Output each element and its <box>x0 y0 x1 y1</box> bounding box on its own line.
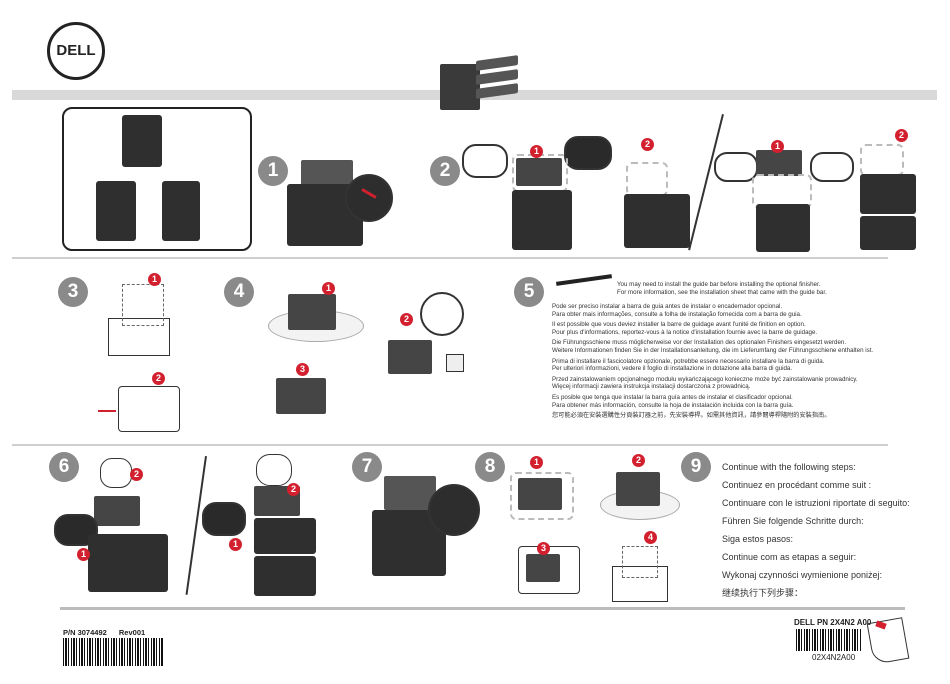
printer-config-frame <box>62 107 252 251</box>
guide-bar-instructions: You may need to install the guide bar be… <box>617 281 917 296</box>
note-en-2: For more information, see the installati… <box>617 288 827 296</box>
step-8-callout-3: 3 <box>537 542 550 555</box>
finisher-product-image <box>432 50 524 112</box>
printer-config-b <box>96 181 136 241</box>
note-pl-2: Więcej informacji zawiera instrukcja ins… <box>552 383 751 391</box>
dell-logo-text: DELL <box>56 42 96 59</box>
page-curl-icon <box>866 617 910 665</box>
step-9-number: 9 <box>681 452 711 482</box>
revision: Rev001 <box>118 628 146 637</box>
dell-logo: DELL <box>47 22 105 80</box>
section-divider-1 <box>12 257 888 259</box>
note-pt-2: Para obter mais informações, consulte a … <box>552 310 802 318</box>
step-6-callout-1b: 1 <box>229 538 242 551</box>
step-2-alt-illustration-left <box>712 138 854 254</box>
step-5-number: 5 <box>514 277 544 307</box>
step-6-illustration-right <box>200 452 320 600</box>
step-7-illustration <box>370 474 480 578</box>
step-8-illustration-2 <box>598 464 682 522</box>
step-8-callout-1: 1 <box>530 456 543 469</box>
step-4-illustration-lift <box>266 286 366 346</box>
note-de-1: Die Führungsschiene muss möglicherweise … <box>552 339 847 347</box>
step-6-illustration-left <box>52 456 172 594</box>
note-it-2: Per ulteriori informazioni, vedere il fo… <box>552 365 793 373</box>
step-4-callout-2: 2 <box>400 313 413 326</box>
note-de-2: Weitere Informationen finden Sie in der … <box>552 346 874 354</box>
continue-es: Siga estos pasos: <box>722 534 794 544</box>
step-6-callout-2a: 2 <box>130 468 143 481</box>
step-1-number: 1 <box>258 156 288 186</box>
continue-de: Führen Sie folgende Schritte durch: <box>722 516 864 526</box>
footer-part-number: P/N 3074492 Rev001 <box>63 628 145 637</box>
note-pl-1: Przed zainstalowaniem opcjonalnego moduł… <box>552 375 858 383</box>
step-6-number: 6 <box>49 452 79 482</box>
step-8-callout-4: 4 <box>644 531 657 544</box>
step-2-callout-1a: 1 <box>530 145 543 158</box>
note-es-2: Para obtener más información, consulte l… <box>552 401 794 409</box>
continue-fr: Continuez en procédant comme suit : <box>722 480 872 490</box>
note-fr-1: Il est possible que vous deviez installe… <box>552 321 806 329</box>
step-4-illustration-foam <box>274 372 332 416</box>
note-zh: 您可能必須在安裝選購性分頁裝訂器之前，先安裝導桿。如需其他資訊，請參閱導桿隨附的… <box>552 412 831 420</box>
note-it-1: Prima di installare il fascicolatore opz… <box>552 357 825 365</box>
continue-it: Continuare con le istruzioni riportate d… <box>722 498 910 508</box>
dell-pn-barcode <box>796 629 862 651</box>
step-3-illustration-remove <box>96 380 216 438</box>
step-3-callout-1: 1 <box>148 273 161 286</box>
continue-steps-list: Continue with the following steps: Conti… <box>722 458 910 602</box>
step-2-illustration-right <box>622 150 692 250</box>
step-3-callout-2: 2 <box>152 372 165 385</box>
step-4-illustration-tape <box>386 290 470 382</box>
step-2-alt-illustration-right <box>858 138 920 252</box>
step-2-callout-2b: 2 <box>895 129 908 142</box>
footer-band <box>60 607 905 610</box>
printer-config-a <box>122 115 162 167</box>
note-en-1: You may need to install the guide bar be… <box>617 281 821 288</box>
step-7-number: 7 <box>352 452 382 482</box>
dell-pn: DELL PN 2X4N2 A00 <box>794 618 872 627</box>
continue-pt: Continue com as etapas a seguir: <box>722 552 857 562</box>
step-4-callout-3: 3 <box>296 363 309 376</box>
part-number-barcode <box>63 638 163 666</box>
guide-bar-instructions-translations: Pode ser preciso instalar a barra de gui… <box>552 303 912 420</box>
step-1-illustration <box>285 158 395 248</box>
step-8-callout-2: 2 <box>632 454 645 467</box>
step-8-illustration-4 <box>600 540 676 604</box>
step-3-illustration-unpack <box>100 276 200 358</box>
step-8-illustration-1 <box>508 466 580 520</box>
step-2-callout-2a: 2 <box>641 138 654 151</box>
step-2-callout-1b: 1 <box>771 140 784 153</box>
note-fr-2: Pour plus d'informations, reportez-vous … <box>552 328 818 336</box>
continue-en: Continue with the following steps: <box>722 462 856 472</box>
continue-zh: 继续执行下列步骤： <box>722 588 804 598</box>
step-8-number: 8 <box>475 452 505 482</box>
note-pt-1: Pode ser preciso instalar a barra de gui… <box>552 303 783 310</box>
dell-pn-barcode-text: 02X4N2A00 <box>812 653 856 662</box>
step-2-number: 2 <box>430 156 460 186</box>
printer-config-c <box>162 181 200 241</box>
note-es-1: Es posible que tenga que instalar la bar… <box>552 393 793 401</box>
part-number: P/N 3074492 <box>63 628 107 637</box>
step-4-number: 4 <box>224 277 254 307</box>
step-4-callout-1: 1 <box>322 282 335 295</box>
section-divider-2 <box>12 444 888 446</box>
step-2-illustration-left <box>460 132 612 252</box>
step-6-callout-1a: 1 <box>77 548 90 561</box>
guide-bar-icon <box>555 273 613 287</box>
step-6-callout-2b: 2 <box>287 483 300 496</box>
continue-pl: Wykonaj czynności wymienione poniżej: <box>722 570 882 580</box>
step-3-number: 3 <box>58 277 88 307</box>
